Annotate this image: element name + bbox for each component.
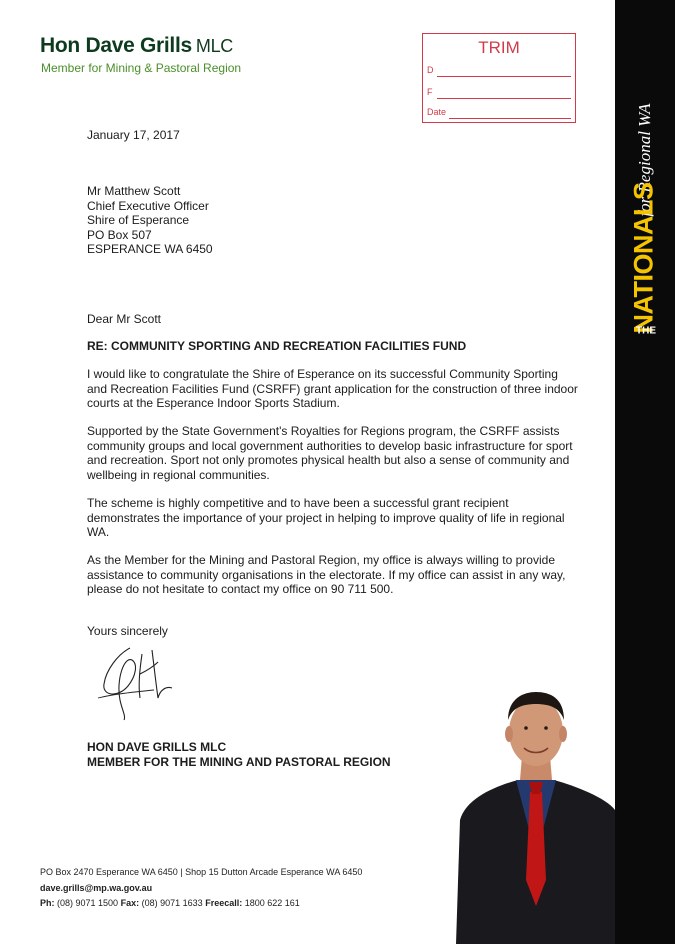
body-paragraph: I would like to congratulate the Shire o… <box>87 367 592 411</box>
recipient-line: PO Box 507 <box>87 227 152 242</box>
stamp-row-d: D <box>427 65 571 79</box>
recipient-line: ESPERANCE WA 6450 <box>87 242 213 257</box>
freecall-number: 1800 622 161 <box>244 898 300 908</box>
stamp-row-f-label: F <box>427 87 433 97</box>
signatory-name: HON DAVE GRILLS MLC <box>87 740 227 754</box>
body-paragraph: The scheme is highly competitive and to … <box>87 496 592 540</box>
paragraph-line: and recreation. Sport not only promotes … <box>87 453 570 468</box>
paragraph-line: wellbeing in regional communities. <box>87 467 270 482</box>
salutation: Dear Mr Scott <box>87 312 162 326</box>
letterhead-subtitle: Member for Mining & Pastoral Region <box>41 61 242 75</box>
stamp-row-f-line <box>437 98 571 99</box>
stamp-row-d-label: D <box>427 65 434 75</box>
fax-number: (08) 9071 1633 <box>141 898 203 908</box>
paragraph-line: please do not hesitate to contact my off… <box>87 582 394 597</box>
recipient-address: Mr Matthew Scott Chief Executive Officer… <box>87 184 213 257</box>
fax-label: Fax: <box>120 898 140 908</box>
signatory-title: MEMBER FOR THE MINING AND PASTORAL REGIO… <box>87 755 391 769</box>
paragraph-line: assistance to community organisations in… <box>87 567 566 582</box>
portrait-photo <box>456 680 615 944</box>
paragraph-line: As the Member for the Mining and Pastora… <box>87 553 555 567</box>
subject-line: RE: COMMUNITY SPORTING AND RECREATION FA… <box>87 339 467 353</box>
paragraph-line: Supported by the State Government's Roya… <box>87 424 560 438</box>
stamp-row-f: F <box>427 87 571 101</box>
closing: Yours sincerely <box>87 624 168 638</box>
brand-the: THE <box>636 325 656 337</box>
freecall-label: Freecall: <box>205 898 243 908</box>
stamp-title: TRIM <box>478 38 520 57</box>
letter-date: January 17, 2017 <box>87 128 180 142</box>
stamp-row-d-line <box>437 76 571 77</box>
ph-number: (08) 9071 1500 <box>57 898 119 908</box>
brand-logo-text: NATIONALS <box>628 182 659 334</box>
body-paragraph: Supported by the State Government's Roya… <box>87 424 592 482</box>
paragraph-line: The scheme is highly competitive and to … <box>87 496 509 510</box>
signature-image <box>97 647 173 721</box>
recipient-line: Mr Matthew Scott <box>87 184 181 198</box>
brand-band <box>615 0 675 944</box>
recipient-line: Chief Executive Officer <box>87 198 209 213</box>
trim-stamp: TRIM D F Date <box>422 33 576 123</box>
letterhead-postnominal: MLC <box>195 36 233 56</box>
paragraph-line: and Recreation Facilities Fund (CSRFF) g… <box>87 381 578 396</box>
paragraph-line: WA. <box>87 525 110 540</box>
footer-address: PO Box 2470 Esperance WA 6450 | Shop 15 … <box>40 867 363 877</box>
ph-label: Ph: <box>40 898 55 908</box>
footer-contacts: Ph: (08) 9071 1500 Fax: (08) 9071 1633 F… <box>40 898 300 908</box>
paragraph-line: demonstrates the importance of your proj… <box>87 510 565 525</box>
recipient-line: Shire of Esperance <box>87 213 190 228</box>
footer-email: dave.grills@mp.wa.gov.au <box>40 883 153 893</box>
paragraph-line: courts at the Esperance Indoor Sports St… <box>87 396 340 411</box>
body-paragraph: As the Member for the Mining and Pastora… <box>87 553 597 597</box>
stamp-row-date-line <box>449 118 571 119</box>
paragraph-line: I would like to congratulate the Shire o… <box>87 367 558 381</box>
stamp-row-date: Date <box>427 107 571 121</box>
stamp-row-date-label: Date <box>427 107 447 117</box>
letterhead-name-text: Hon Dave Grills <box>40 34 192 57</box>
paragraph-line: community groups and local government au… <box>87 438 573 453</box>
